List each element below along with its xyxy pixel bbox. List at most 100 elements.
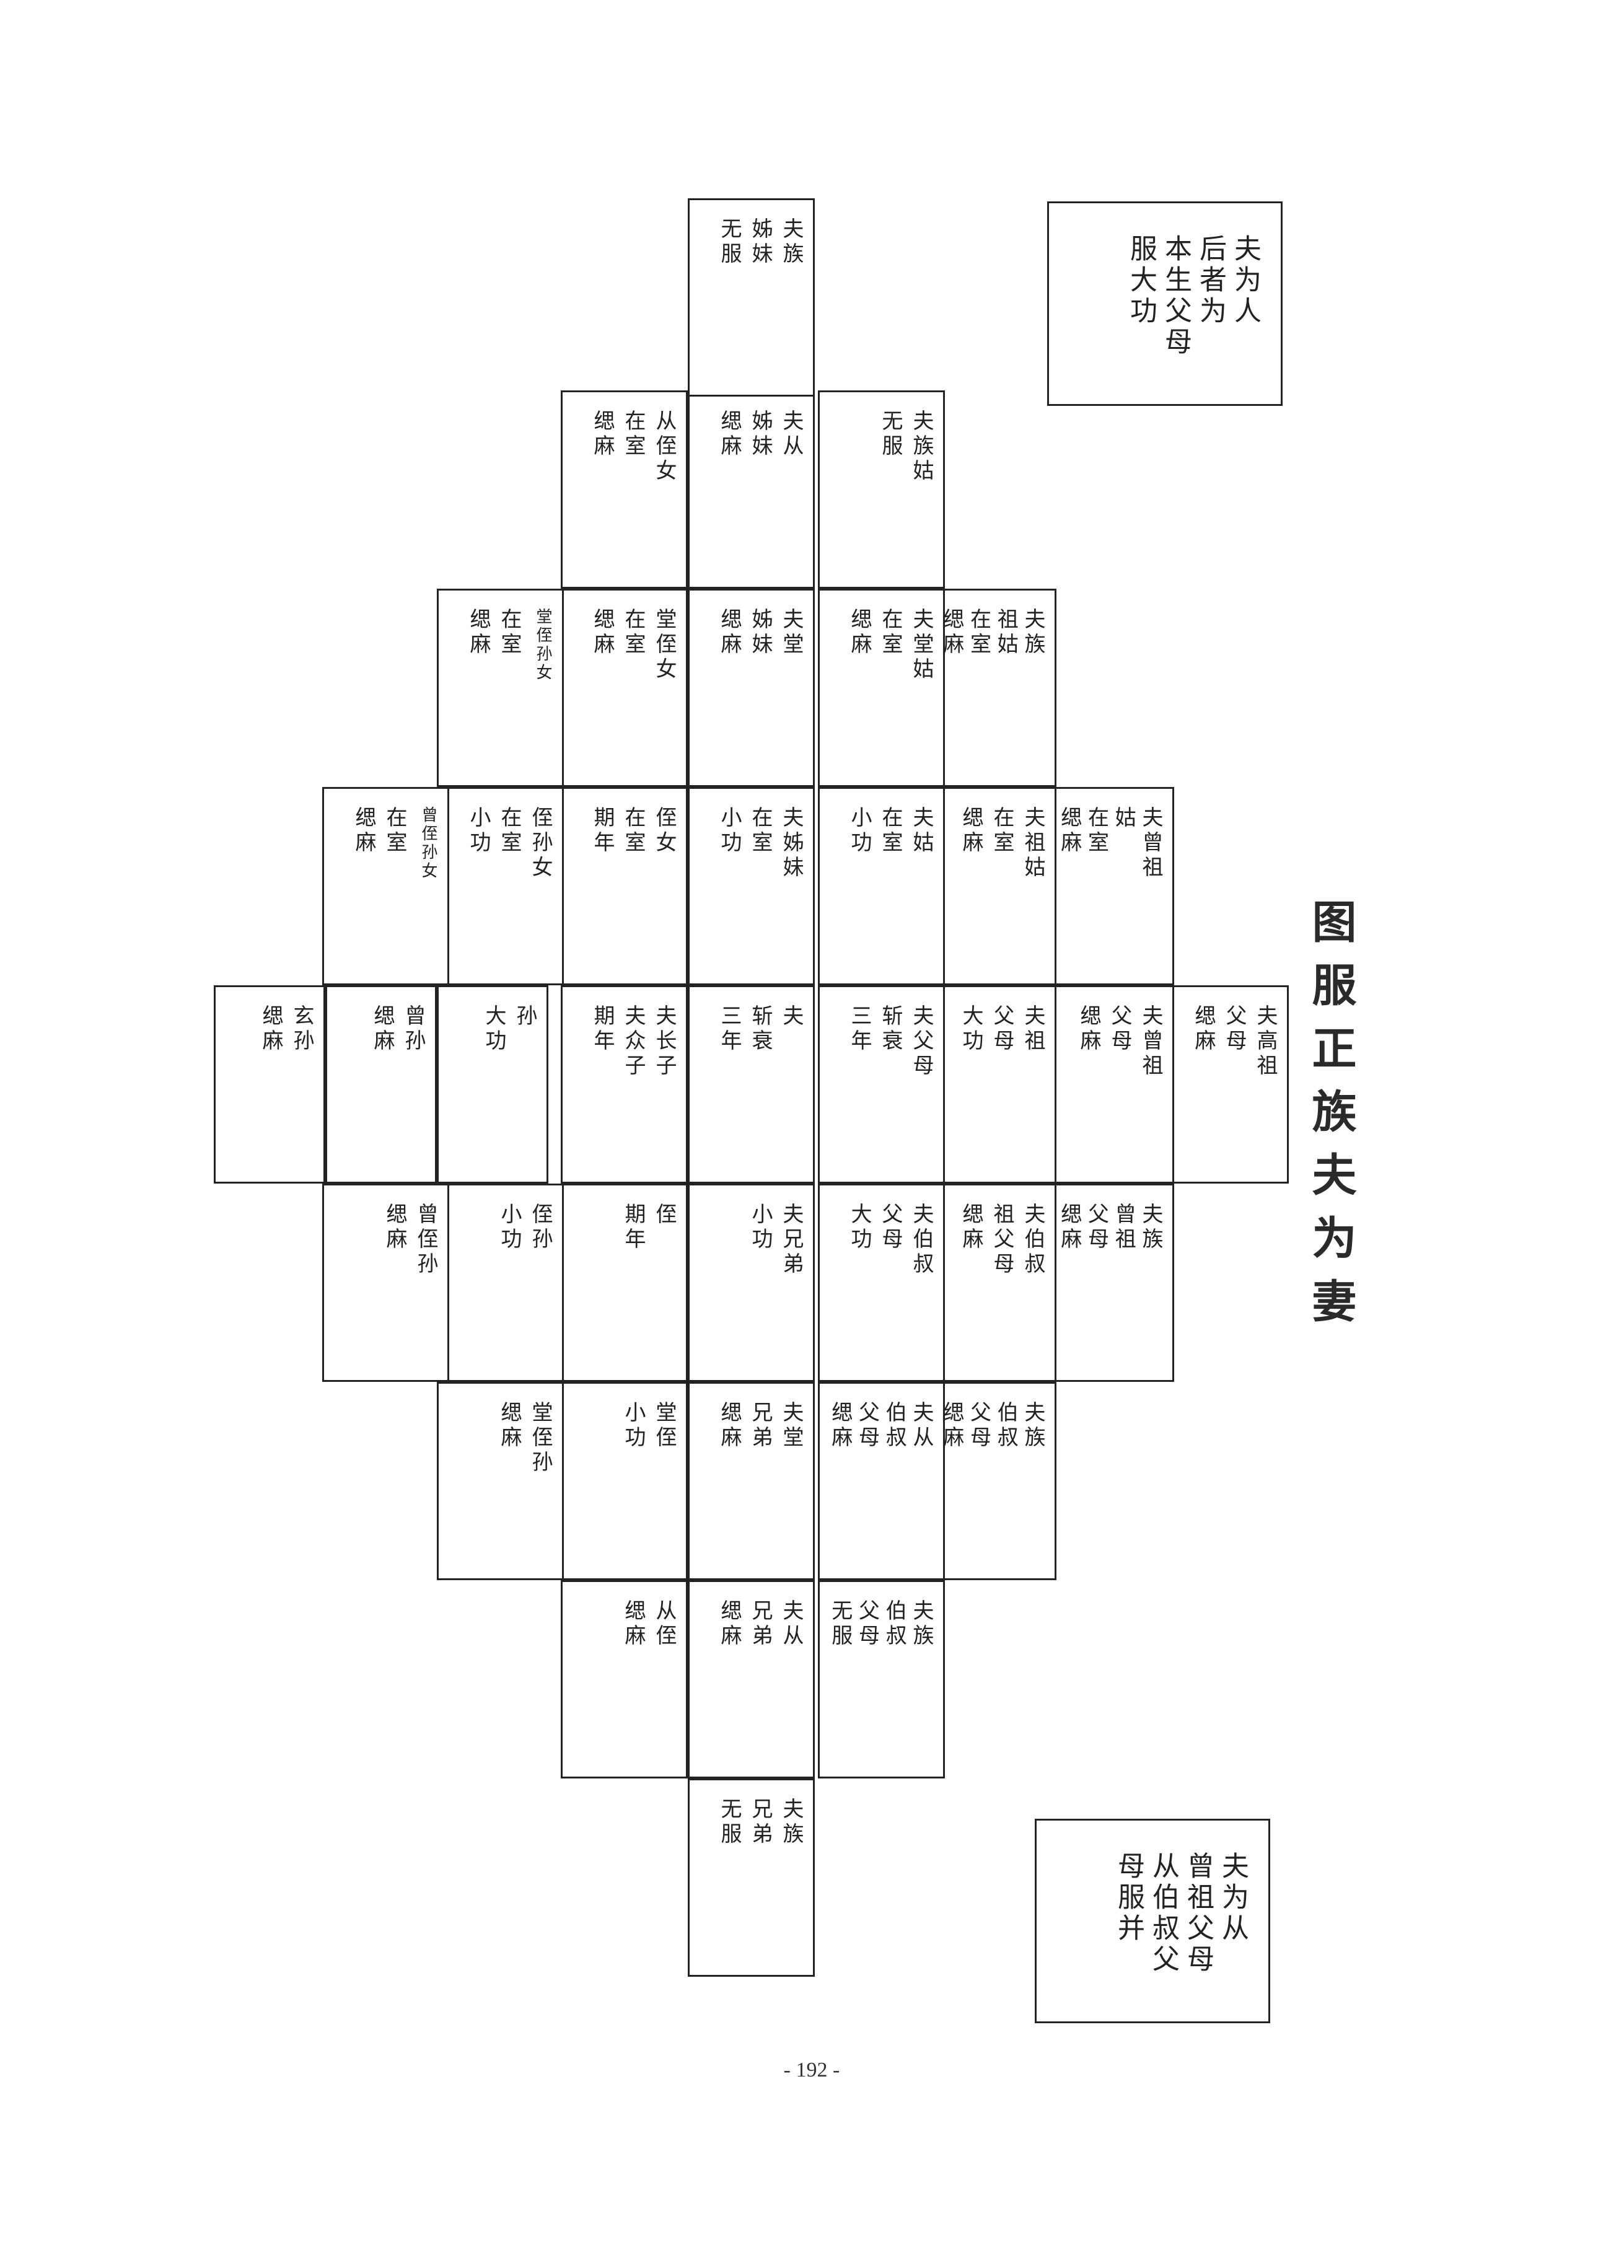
kin-cell-text: 堂侄女 — [652, 608, 677, 682]
kin-cell-text: 在室 — [382, 806, 407, 856]
kin-cell-text: 在室 — [621, 608, 646, 657]
note-line: 母服并 — [1113, 1852, 1144, 1945]
kin-cell-text: 父母 — [854, 1599, 880, 1649]
kin-cell: 夫伯叔父母大功 — [818, 1184, 945, 1382]
kin-cell: 从侄缌麻 — [561, 1580, 688, 1778]
kin-cell-text: 在室 — [621, 410, 646, 459]
kin-cell-text: 缌麻 — [590, 410, 615, 459]
kin-cell-text: 曾侄孙 — [413, 1203, 438, 1277]
kin-cell: 夫堂兄弟缌麻 — [688, 1382, 815, 1580]
kin-cell-text: 曾祖 — [1111, 1203, 1136, 1252]
kin-cell-text: 曾孙 — [401, 1004, 426, 1054]
kin-cell-text: 夫 — [779, 1004, 804, 1029]
kin-cell: 夫堂姑在室缌麻 — [818, 589, 945, 787]
kin-cell-text: 无服 — [878, 410, 903, 459]
kin-cell-text: 夫兄弟 — [779, 1203, 804, 1277]
kin-cell-text: 缌麻 — [847, 608, 872, 657]
kin-cell-text: 缌麻 — [370, 1004, 395, 1054]
kin-cell-text: 侄孙 — [528, 1203, 553, 1252]
kin-cell-text: 无服 — [717, 218, 742, 267]
kin-cell: 夫从伯叔父母缌麻 — [818, 1382, 945, 1580]
kin-cell-text: 在室 — [621, 806, 646, 856]
kin-cell-text: 缌麻 — [959, 806, 983, 856]
kin-cell: 夫斩衰三年 — [688, 985, 815, 1184]
kin-cell-text: 从侄女 — [652, 410, 677, 484]
kin-cell: 夫伯叔祖父母缌麻 — [929, 1184, 1056, 1382]
kin-cell-text: 夫族 — [1020, 1401, 1045, 1451]
kin-cell-text: 缌麻 — [717, 608, 742, 657]
kin-cell-text: 祖姑 — [993, 608, 1019, 657]
kin-cell-text: 侄孙女 — [528, 806, 553, 881]
kin-cell-text: 堂侄孙女 — [533, 608, 552, 682]
note-line: 曾祖父母 — [1182, 1852, 1214, 1976]
kin-cell-text: 夫伯叔 — [909, 1203, 934, 1277]
kin-cell-text: 兄弟 — [748, 1798, 773, 1847]
kin-cell-text: 大功 — [481, 1004, 506, 1054]
kin-cell-text: 在室 — [497, 608, 522, 657]
kin-cell: 孙大功 — [437, 985, 548, 1184]
kin-cell: 侄孙小功 — [437, 1184, 564, 1382]
kin-cell-text: 孙 — [512, 1004, 537, 1029]
kin-cell-text: 伯叔 — [882, 1401, 907, 1451]
kin-cell-text: 三年 — [847, 1004, 872, 1054]
kin-cell-text: 缌麻 — [1056, 1203, 1082, 1252]
kin-cell-text: 父母 — [1084, 1203, 1109, 1252]
kin-cell-text: 在室 — [878, 806, 903, 856]
kin-cell-text: 小功 — [621, 1401, 646, 1451]
kin-cell: 夫族姑无服 — [818, 390, 945, 589]
kin-cell-text: 三年 — [717, 1004, 742, 1054]
note-top-right: 夫为人 后者为 本生父母 服大功 — [1047, 201, 1283, 406]
kin-cell: 曾侄孙缌麻 — [322, 1184, 449, 1382]
kin-cell: 夫从姊妹缌麻 — [688, 390, 815, 589]
kin-cell: 曾侄孙女在室缌麻 — [322, 787, 449, 985]
kin-cell: 夫姊妹在室小功 — [688, 787, 815, 985]
note-line: 夫为从 — [1217, 1852, 1249, 1945]
kin-cell-text: 斩衰 — [878, 1004, 903, 1054]
kin-cell-text: 在室 — [1084, 806, 1109, 856]
kin-cell-text: 夫姑 — [909, 806, 934, 856]
kin-cell-text: 姑 — [1111, 806, 1136, 831]
kin-cell-text: 缌麻 — [1191, 1004, 1216, 1054]
kin-cell-text: 夫族姑 — [909, 410, 934, 484]
kin-cell: 玄孙缌麻 — [214, 985, 325, 1184]
kin-cell-text: 小功 — [497, 1203, 522, 1252]
kin-cell: 堂侄小功 — [561, 1382, 688, 1580]
kin-cell-text: 在室 — [990, 806, 1014, 856]
kin-cell-text: 兄弟 — [748, 1599, 773, 1649]
kin-cell-text: 兄弟 — [748, 1401, 773, 1451]
kin-cell-text: 缌麻 — [717, 1599, 742, 1649]
note-text: 夫为从 曾祖父母 从伯叔父 母服并 — [1111, 1852, 1250, 1976]
kin-cell: 夫长子夫众子期年 — [561, 985, 688, 1184]
kin-cell-text: 夫曾祖 — [1138, 1004, 1163, 1079]
kin-cell-text: 在室 — [497, 806, 522, 856]
kin-cell-text: 缌麻 — [717, 1401, 742, 1451]
kin-cell-text: 姊妹 — [748, 218, 773, 267]
kin-cell-text: 缌麻 — [258, 1004, 283, 1054]
kin-cell: 堂侄女在室缌麻 — [561, 589, 688, 787]
kin-cell-text: 父母 — [966, 1401, 991, 1451]
kin-cell: 堂侄孙女在室缌麻 — [437, 589, 564, 787]
kin-cell-text: 侄 — [652, 1203, 677, 1228]
kin-cell: 夫高祖父母缌麻 — [1162, 985, 1289, 1184]
kin-cell-text: 夫众子 — [621, 1004, 646, 1079]
kin-cell-text: 小功 — [847, 806, 872, 856]
kin-cell: 夫堂姊妹缌麻 — [688, 589, 815, 787]
kin-cell: 侄女在室期年 — [561, 787, 688, 985]
kin-cell: 夫从兄弟缌麻 — [688, 1580, 815, 1778]
kin-cell: 夫族曾祖父母缌麻 — [1047, 1184, 1174, 1382]
kin-cell-text: 夫族 — [779, 218, 804, 267]
kin-cell-text: 在室 — [966, 608, 991, 657]
note-text: 夫为人 后者为 本生父母 服大功 — [1123, 234, 1262, 358]
kin-cell-text: 夫父母 — [909, 1004, 934, 1079]
kin-cell-text: 夫姊妹 — [779, 806, 804, 881]
kin-cell-text: 夫从 — [779, 410, 804, 459]
kin-cell-text: 夫祖姑 — [1020, 806, 1045, 881]
kin-cell-text: 在室 — [748, 806, 773, 856]
kin-cell: 夫族伯叔父母无服 — [818, 1580, 945, 1778]
kin-cell-text: 缌麻 — [827, 1401, 853, 1451]
kin-cell-text: 姊妹 — [748, 608, 773, 657]
kin-cell-text: 玄孙 — [289, 1004, 314, 1054]
kin-cell-text: 夫从 — [779, 1599, 804, 1649]
kin-cell: 侄孙女在室小功 — [437, 787, 564, 985]
